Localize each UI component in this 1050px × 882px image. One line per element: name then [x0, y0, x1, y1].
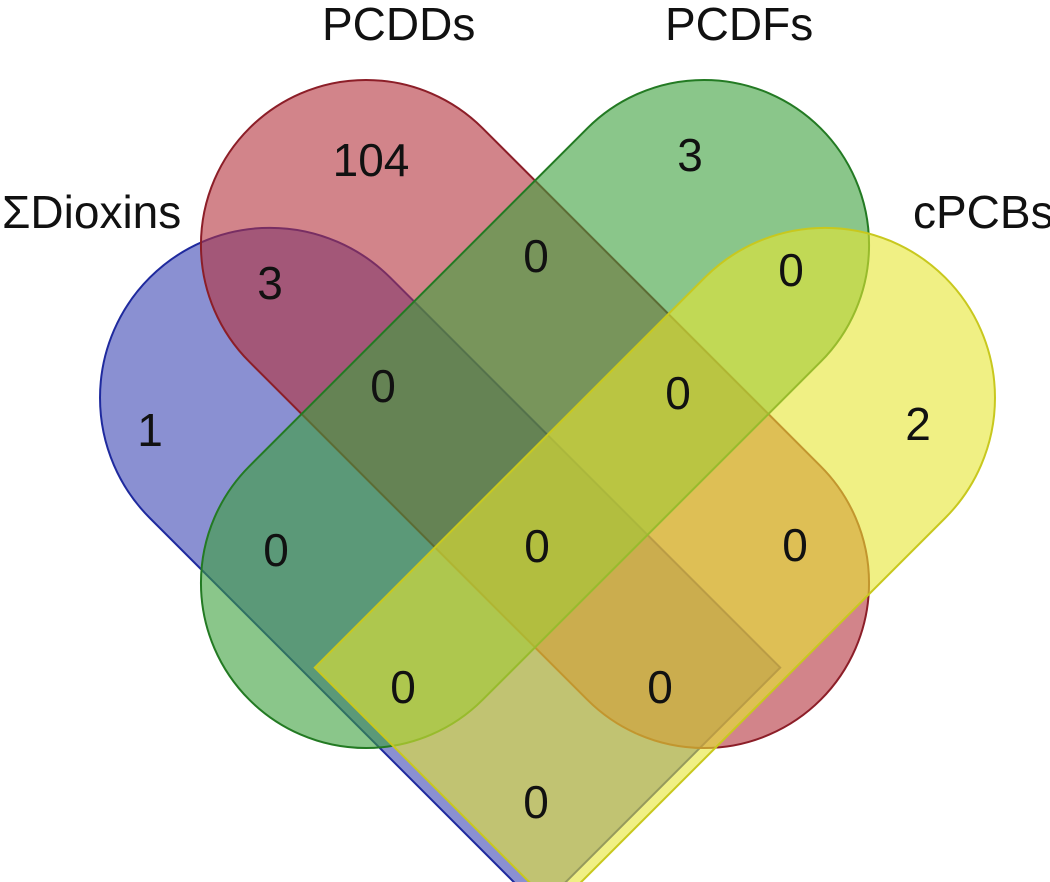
count-dioxins-pcdfs: 0: [263, 524, 289, 576]
count-dioxins-only: 1: [137, 404, 163, 456]
count-dioxins-pcdfs-cpcbs: 0: [390, 661, 416, 713]
count-pcdds-pcdfs: 0: [523, 230, 549, 282]
count-dioxins-pcdds-cpcbs: 0: [647, 661, 673, 713]
count-pcdds-pcdfs-cpcbs: 0: [665, 367, 691, 419]
set-shapes: [99, 79, 996, 882]
set-label-dioxins: ΣDioxins: [2, 186, 181, 238]
count-pcdds-cpcbs: 0: [782, 519, 808, 571]
set-shape-cpcbs: [313, 226, 996, 882]
set-labels: ΣDioxins PCDDs PCDFs cPCBs: [2, 0, 1050, 238]
set-label-pcdds: PCDDs: [322, 0, 475, 50]
count-dioxins-pcdds: 3: [257, 257, 283, 309]
count-cpcbs-only: 2: [905, 398, 931, 450]
set-label-pcdfs: PCDFs: [665, 0, 813, 50]
count-pcdfs-cpcbs: 0: [778, 244, 804, 296]
set-label-cpcbs: cPCBs: [913, 186, 1050, 238]
count-pcdfs-only: 3: [677, 129, 703, 181]
region-counts: 104 3 1 2 3 0 0 0 0 0 0 0 0 0 0: [137, 129, 931, 828]
count-dioxins-pcdds-pcdfs: 0: [370, 360, 396, 412]
count-all-four: 0: [524, 520, 550, 572]
count-pcdds-only: 104: [333, 134, 410, 186]
count-dioxins-cpcbs: 0: [523, 776, 549, 828]
